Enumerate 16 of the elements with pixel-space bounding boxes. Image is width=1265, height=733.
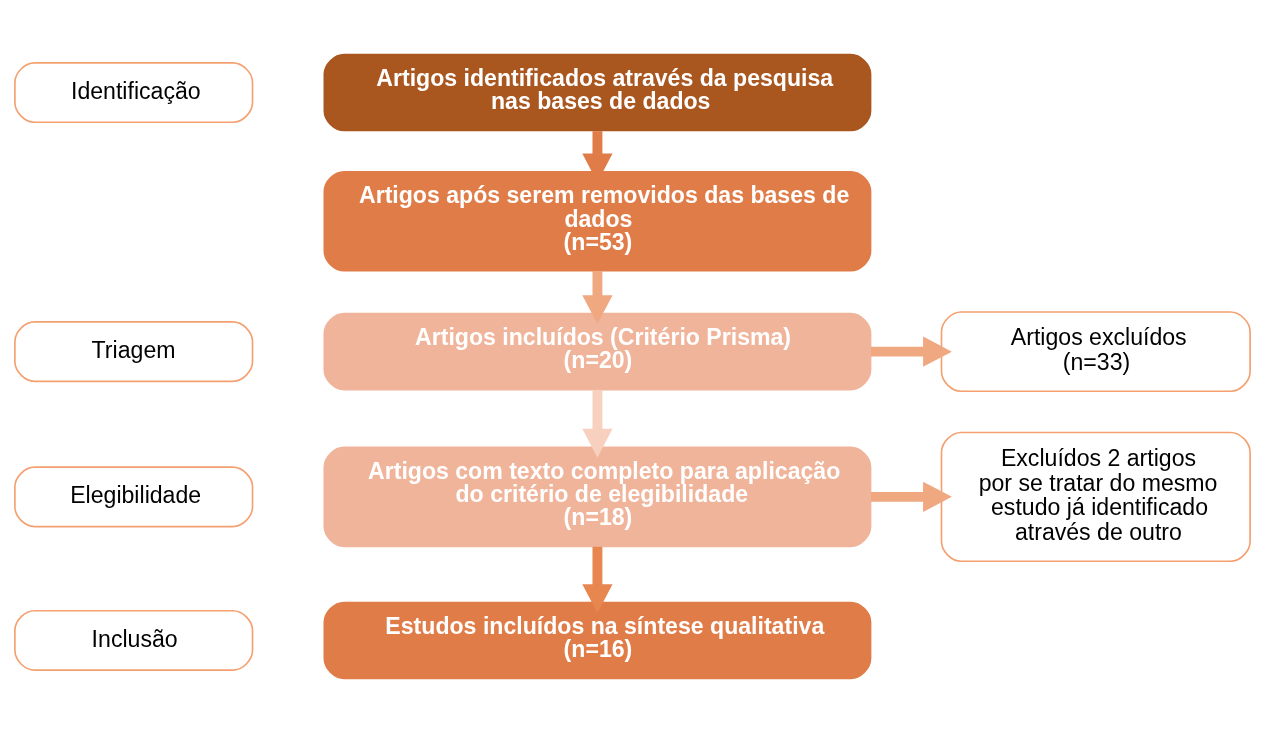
- arrow: [870, 336, 952, 367]
- node-box: Artigos excluídos (n=33): [940, 311, 1251, 393]
- node-box: Estudos incluídos na síntese qualitativa (n=16): [323, 601, 872, 680]
- arrow: [870, 481, 952, 512]
- arrow: [582, 389, 613, 458]
- node-box: Artigos após serem removidos das bases de dados (n=53): [323, 170, 872, 272]
- node-box: Identificação: [14, 62, 254, 124]
- node-box: Artigos identificados através da pesquisa nas bases de dados: [323, 53, 872, 132]
- node-box: Inclusão: [14, 609, 254, 671]
- node-box: Triagem: [14, 321, 254, 383]
- arrow: [582, 546, 613, 614]
- arrow: [582, 270, 613, 325]
- node-box: Elegibilidade: [14, 466, 254, 528]
- node-box: Artigos com texto completo para aplicação do critério de elegibilidade (n=18): [323, 446, 872, 548]
- node-box: Artigos incluídos (Critério Prisma) (n=20): [323, 312, 872, 391]
- node-box: Excluídos 2 artigos por se tratar do mesmo estudo já identificado através de outro: [940, 431, 1251, 563]
